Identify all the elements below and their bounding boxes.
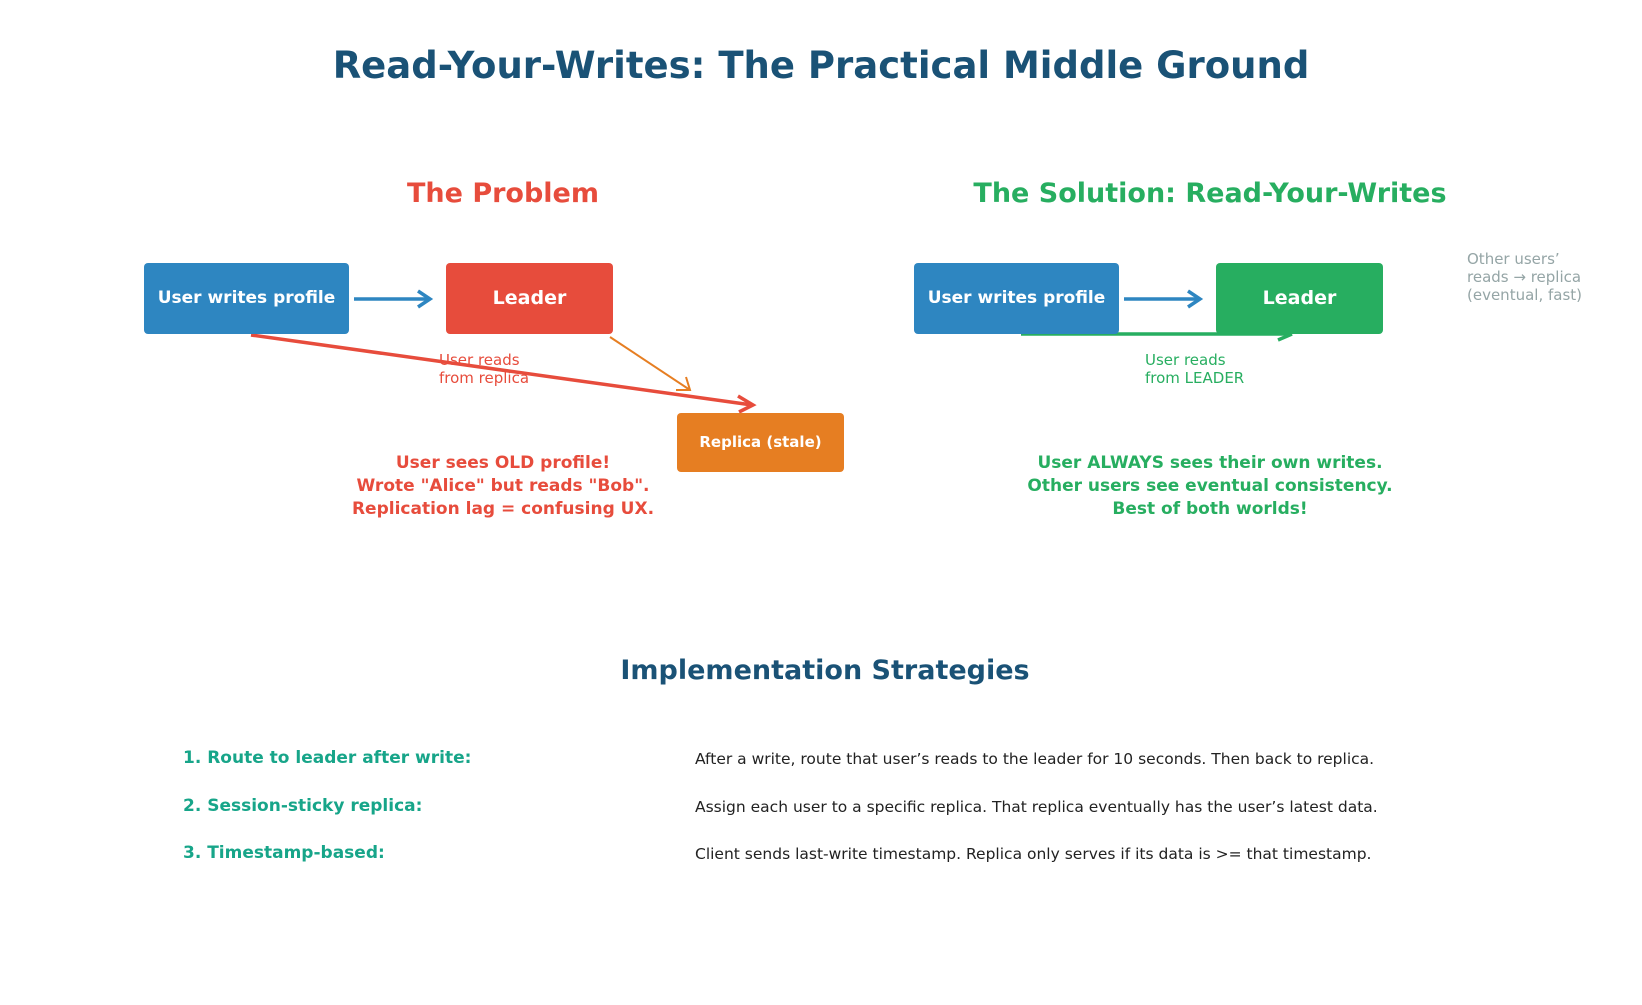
arrow-write-to-leader-solution [1124,289,1204,309]
arrow-write-to-leader-problem [354,289,434,309]
strategy-name-2: 2. Session-sticky replica: [183,796,423,816]
arrow-user-reads-replica [250,333,757,414]
strategy-desc-3: Client sends last-write timestamp. Repli… [695,845,1372,863]
problem-caption: User sees OLD profile! Wrote "Alice" but… [351,453,655,519]
page-title: Read-Your-Writes: The Practical Middle G… [332,44,1310,87]
leader-box-solution: Leader [1216,263,1383,334]
arrow-leader-to-replica [609,336,692,391]
strategies-heading: Implementation Strategies [620,655,1030,686]
solution-caption: User ALWAYS sees their own writes. Other… [1027,453,1393,519]
arrow-user-reads-leader [1021,332,1293,342]
read-label-problem: User reads from replica [439,351,530,387]
leader-box-problem: Leader [446,263,613,334]
strategy-desc-2: Assign each user to a specific replica. … [695,798,1378,816]
strategy-name-3: 3. Timestamp-based: [183,843,385,863]
problem-heading: The Problem [406,178,600,209]
strategy-name-1: 1. Route to leader after write: [183,748,472,768]
other-users-note: Other users’ reads → replica (eventual, … [1467,250,1582,304]
user-writes-box-problem: User writes profile [144,263,349,334]
replica-box: Replica (stale) [677,413,844,472]
user-writes-box-solution: User writes profile [914,263,1119,334]
read-label-solution: User reads from LEADER [1145,351,1245,387]
strategy-desc-1: After a write, route that user’s reads t… [695,750,1375,768]
solution-heading: The Solution: Read-Your-Writes [973,178,1447,209]
